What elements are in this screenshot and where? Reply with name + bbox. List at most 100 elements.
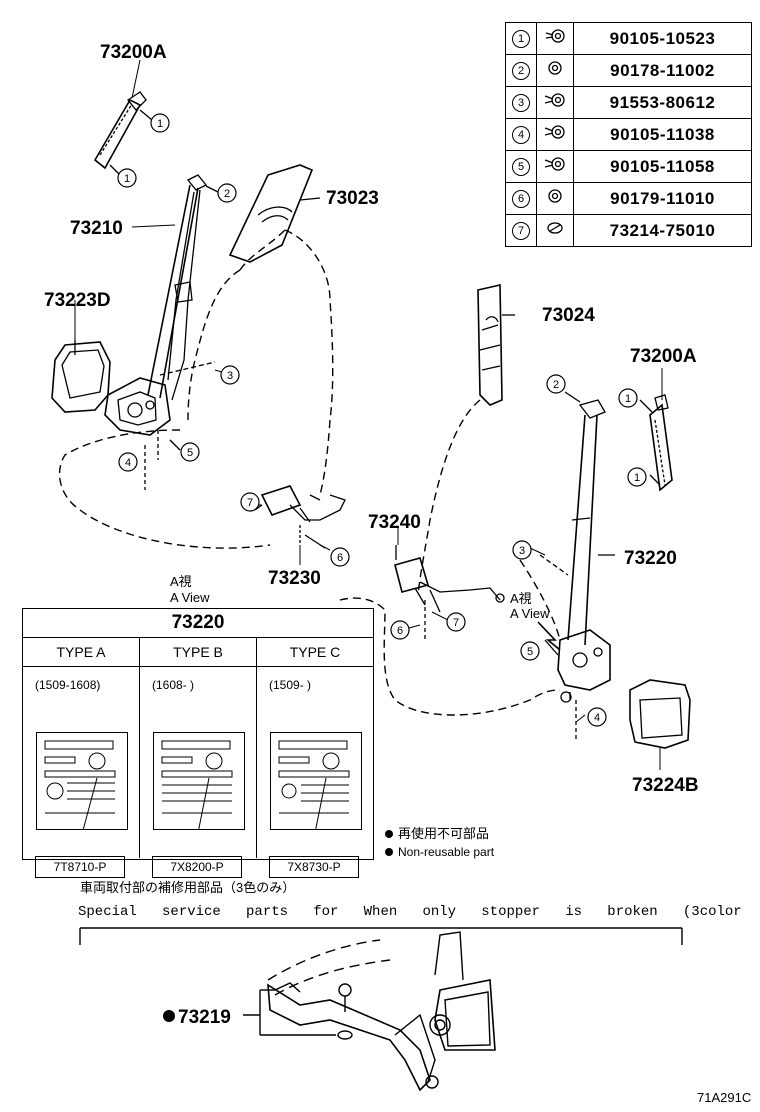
part-73219-group[interactable]: 73219 bbox=[163, 1007, 231, 1028]
part-73210[interactable]: 73210 bbox=[70, 218, 123, 239]
callout-5b: 5 bbox=[520, 641, 540, 661]
label-illustration bbox=[36, 732, 128, 830]
view-label-jp-right: A視 bbox=[510, 591, 532, 606]
table-row[interactable]: 4 90105-11038 bbox=[505, 118, 752, 151]
part-number-cell[interactable]: 90179-11010 bbox=[573, 182, 752, 215]
type-date-range: (1509-1608) bbox=[35, 678, 101, 692]
callout-6a: 6 bbox=[330, 547, 350, 567]
table-row[interactable]: 1 90105-10523 bbox=[505, 22, 752, 55]
part-73200A-left[interactable]: 73200A bbox=[100, 42, 167, 63]
callout-5a: 5 bbox=[180, 442, 200, 462]
special-bracket bbox=[79, 927, 683, 945]
part-number-cell[interactable]: 90178-11002 bbox=[573, 54, 752, 87]
svg-text:3: 3 bbox=[519, 545, 525, 557]
callout-2a: 2 bbox=[217, 183, 237, 203]
label-illustration bbox=[153, 732, 245, 830]
table-row[interactable]: 7 73214-75010 bbox=[505, 214, 752, 247]
right-seat-outline bbox=[339, 399, 561, 716]
callout-7b: 7 bbox=[446, 612, 466, 632]
upper-pillar-trim-left bbox=[228, 164, 321, 263]
type-name: TYPE C bbox=[257, 638, 373, 667]
row-number: 7 bbox=[512, 222, 530, 240]
legend: 再使用不可部品 Non-reusable part bbox=[385, 826, 495, 859]
part-73230[interactable]: 73230 bbox=[268, 568, 321, 589]
special-jp: 車両取付部の補修用部品（3色のみ） bbox=[80, 880, 295, 895]
part-73223D[interactable]: 73223D bbox=[44, 290, 111, 311]
callout-2b: 2 bbox=[546, 374, 566, 394]
left-seat-outline bbox=[58, 229, 334, 549]
label-code[interactable]: 7X8200-P bbox=[152, 856, 242, 878]
table-row[interactable]: 3 91553-80612 bbox=[505, 86, 752, 119]
part-73240[interactable]: 73240 bbox=[368, 512, 421, 533]
legend-en: Non-reusable part bbox=[398, 845, 495, 859]
table-row[interactable]: 6 90179-11010 bbox=[505, 182, 752, 215]
right-buckle bbox=[394, 545, 505, 640]
special-en: Special service parts for When only stop… bbox=[78, 904, 760, 920]
callout-3b: 3 bbox=[512, 540, 532, 560]
row-number: 6 bbox=[512, 190, 530, 208]
label-illustration bbox=[270, 732, 362, 830]
bolt-icon bbox=[544, 157, 565, 171]
part-number-cell[interactable]: 90105-10523 bbox=[573, 22, 752, 55]
table-row[interactable]: 2 90178-11002 bbox=[505, 54, 752, 87]
view-label-en-left: A View bbox=[170, 590, 210, 605]
callout-1a: 1 bbox=[150, 113, 170, 133]
callout-1c: 1 bbox=[618, 388, 638, 408]
view-label-en-right: A View bbox=[510, 606, 550, 621]
type-column-c: TYPE C (1509- ) 7X8730-P bbox=[257, 638, 373, 878]
svg-text:4: 4 bbox=[125, 457, 131, 469]
left-buckle bbox=[254, 485, 346, 549]
part-73200A-right[interactable]: 73200A bbox=[630, 346, 697, 367]
callout-6b: 6 bbox=[390, 620, 410, 640]
bolt-icon bbox=[545, 29, 565, 43]
callout-4b: 4 bbox=[587, 707, 607, 727]
svg-text:1: 1 bbox=[634, 472, 640, 484]
type-column-b: TYPE B (1608- ) 7X8200-P bbox=[140, 638, 257, 878]
svg-text:5: 5 bbox=[527, 646, 533, 658]
part-73219[interactable]: 73219 bbox=[178, 1007, 231, 1028]
type-name: TYPE A bbox=[23, 638, 139, 667]
svg-text:1: 1 bbox=[625, 393, 631, 405]
nut-icon bbox=[548, 189, 562, 203]
part-73024[interactable]: 73024 bbox=[542, 305, 595, 326]
svg-text:2: 2 bbox=[553, 379, 559, 391]
svg-text:6: 6 bbox=[397, 625, 403, 637]
type-name: TYPE B bbox=[140, 638, 256, 667]
legend-jp: 再使用不可部品 bbox=[398, 826, 489, 841]
right-retractor-cover bbox=[629, 679, 691, 749]
clip-icon bbox=[547, 222, 563, 234]
svg-text:4: 4 bbox=[594, 712, 600, 724]
diagram-code: 71A291C bbox=[697, 1090, 751, 1105]
type-box-title[interactable]: 73220 bbox=[23, 609, 373, 638]
part-number-cell[interactable]: 90105-11058 bbox=[573, 150, 752, 183]
left-retractor-cover bbox=[51, 340, 111, 413]
part-73224B[interactable]: 73224B bbox=[632, 775, 699, 796]
view-label-jp-left: A視 bbox=[170, 574, 192, 589]
label-code[interactable]: 7X8730-P bbox=[269, 856, 359, 878]
label-code[interactable]: 7T8710-P bbox=[35, 856, 125, 878]
svg-text:1: 1 bbox=[124, 173, 130, 185]
part-number-cell[interactable]: 90105-11038 bbox=[573, 118, 752, 151]
svg-text:7: 7 bbox=[247, 497, 253, 509]
bolt-icon bbox=[544, 125, 565, 139]
nut-icon bbox=[548, 61, 562, 75]
svg-text:1: 1 bbox=[157, 118, 163, 130]
type-date-range: (1608- ) bbox=[152, 678, 195, 692]
row-number: 1 bbox=[512, 30, 530, 48]
row-number: 2 bbox=[512, 62, 530, 80]
left-height-adjuster bbox=[93, 91, 153, 176]
bolt-icon bbox=[544, 93, 565, 107]
callout-3a: 3 bbox=[220, 365, 240, 385]
part-number-cell[interactable]: 73214-75010 bbox=[573, 214, 752, 247]
callout-1b: 1 bbox=[117, 168, 137, 188]
non-reusable-dot bbox=[163, 1010, 175, 1022]
part-number-cell[interactable]: 91553-80612 bbox=[573, 86, 752, 119]
table-row[interactable]: 5 90105-11058 bbox=[505, 150, 752, 183]
type-variants-box: 73220 TYPE A (1509-1608) 7T8710-P TYPE B… bbox=[22, 608, 374, 878]
part-73023[interactable]: 73023 bbox=[326, 188, 379, 209]
left-belt-assembly bbox=[104, 174, 219, 490]
type-date-range: (1509- ) bbox=[269, 678, 312, 692]
part-73220[interactable]: 73220 bbox=[624, 548, 677, 569]
right-pillar-trim bbox=[477, 284, 515, 406]
